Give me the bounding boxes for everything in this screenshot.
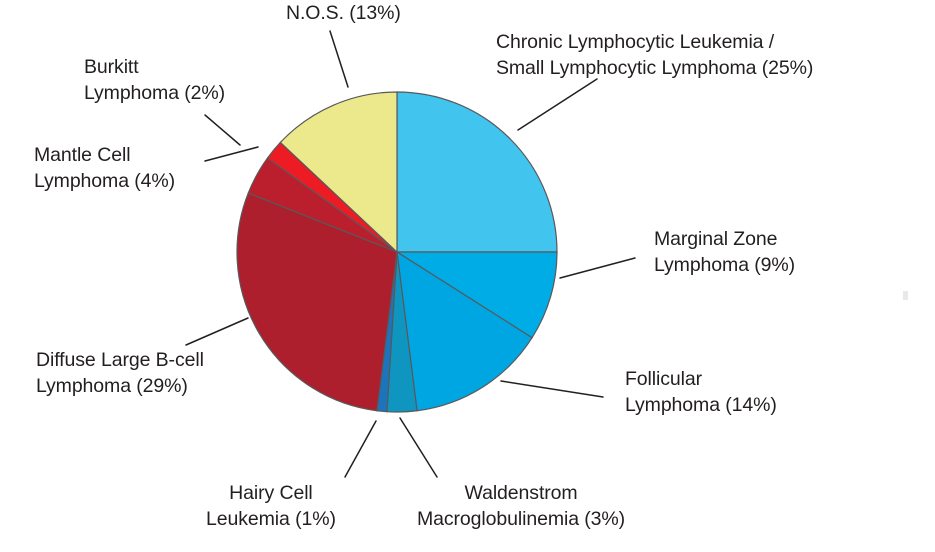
pie-slice-marginal-zone-lymphoma[interactable] bbox=[394, 251, 558, 339]
slice-label-burkitt-line2: Lymphoma (2%) bbox=[84, 82, 226, 104]
leader-lines bbox=[185, 30, 636, 478]
slice-label-cll-sll: Chronic Lymphocytic Leukemia / Small Lym… bbox=[496, 29, 813, 81]
slice-label-waldenstrom-line1: Waldenstrom bbox=[464, 482, 578, 504]
leader-line-marginal-zone bbox=[559, 257, 636, 279]
leader-line-burkitt bbox=[204, 114, 241, 146]
pie-slice-follicular-lymphoma[interactable] bbox=[396, 250, 533, 412]
leader-line-follicular bbox=[500, 380, 604, 398]
leader-line-cll-sll bbox=[517, 78, 598, 131]
leader-line-waldenstrom bbox=[399, 417, 438, 478]
slice-label-hairy-cell-leukemia: Hairy Cell Leukemia (1%) bbox=[206, 480, 336, 532]
slice-label-follicular-lymphoma: Follicular Lymphoma (14%) bbox=[625, 366, 777, 418]
slice-label-follicular-line1: Follicular bbox=[625, 368, 703, 390]
slice-label-marginal-zone-line1: Marginal Zone bbox=[654, 228, 778, 250]
slice-label-cll-sll-line2: Small Lymphocytic Lymphoma (25%) bbox=[496, 57, 814, 79]
slice-label-mantle-cell-line1: Mantle Cell bbox=[34, 144, 131, 166]
page-artifact-mark bbox=[903, 291, 908, 300]
slice-label-burkitt-line1: Burkitt bbox=[84, 56, 139, 78]
slice-label-marginal-zone-line2: Lymphoma (9%) bbox=[654, 254, 796, 276]
slice-label-mantle-cell-lymphoma: Mantle Cell Lymphoma (4%) bbox=[34, 142, 175, 194]
pie-slices bbox=[236, 91, 558, 413]
pie-slice-diffuse-large-b-cell-lymphoma[interactable] bbox=[236, 192, 398, 412]
pie-slice-nos[interactable] bbox=[279, 91, 398, 254]
slice-label-burkitt-lymphoma: Burkitt Lymphoma (2%) bbox=[84, 54, 225, 106]
slice-label-nos: N.O.S. (13%) bbox=[286, 0, 401, 26]
leader-line-nos bbox=[329, 30, 349, 88]
slice-label-dlbcl-line2: Lymphoma (29%) bbox=[36, 375, 188, 397]
leader-line-mantle-cell bbox=[204, 146, 259, 162]
slice-label-follicular-line2: Lymphoma (14%) bbox=[625, 394, 777, 416]
slice-label-cll-sll-line1: Chronic Lymphocytic Leukemia / bbox=[496, 31, 775, 53]
slice-label-marginal-zone-lymphoma: Marginal Zone Lymphoma (9%) bbox=[654, 226, 795, 278]
slice-label-waldenstrom-line2: Macroglobulinemia (3%) bbox=[417, 508, 626, 530]
slice-label-diffuse-large-b-cell-lymphoma: Diffuse Large B-cell Lymphoma (29%) bbox=[36, 347, 204, 399]
slice-label-dlbcl-line1: Diffuse Large B-cell bbox=[36, 349, 204, 371]
leader-line-dlbcl bbox=[185, 317, 249, 346]
slice-label-waldenstrom-macroglobulinemia: Waldenstrom Macroglobulinemia (3%) bbox=[417, 480, 625, 532]
slice-label-mantle-cell-line2: Lymphoma (4%) bbox=[34, 170, 176, 192]
slice-label-nos-line1: N.O.S. (13%) bbox=[286, 2, 401, 24]
slice-label-hairy-cell-line1: Hairy Cell bbox=[229, 482, 313, 504]
slice-label-hairy-cell-line2: Leukemia (1%) bbox=[206, 508, 336, 530]
leader-line-hairy-cell bbox=[344, 420, 377, 478]
pie-slice-cll-sll[interactable] bbox=[396, 91, 558, 253]
